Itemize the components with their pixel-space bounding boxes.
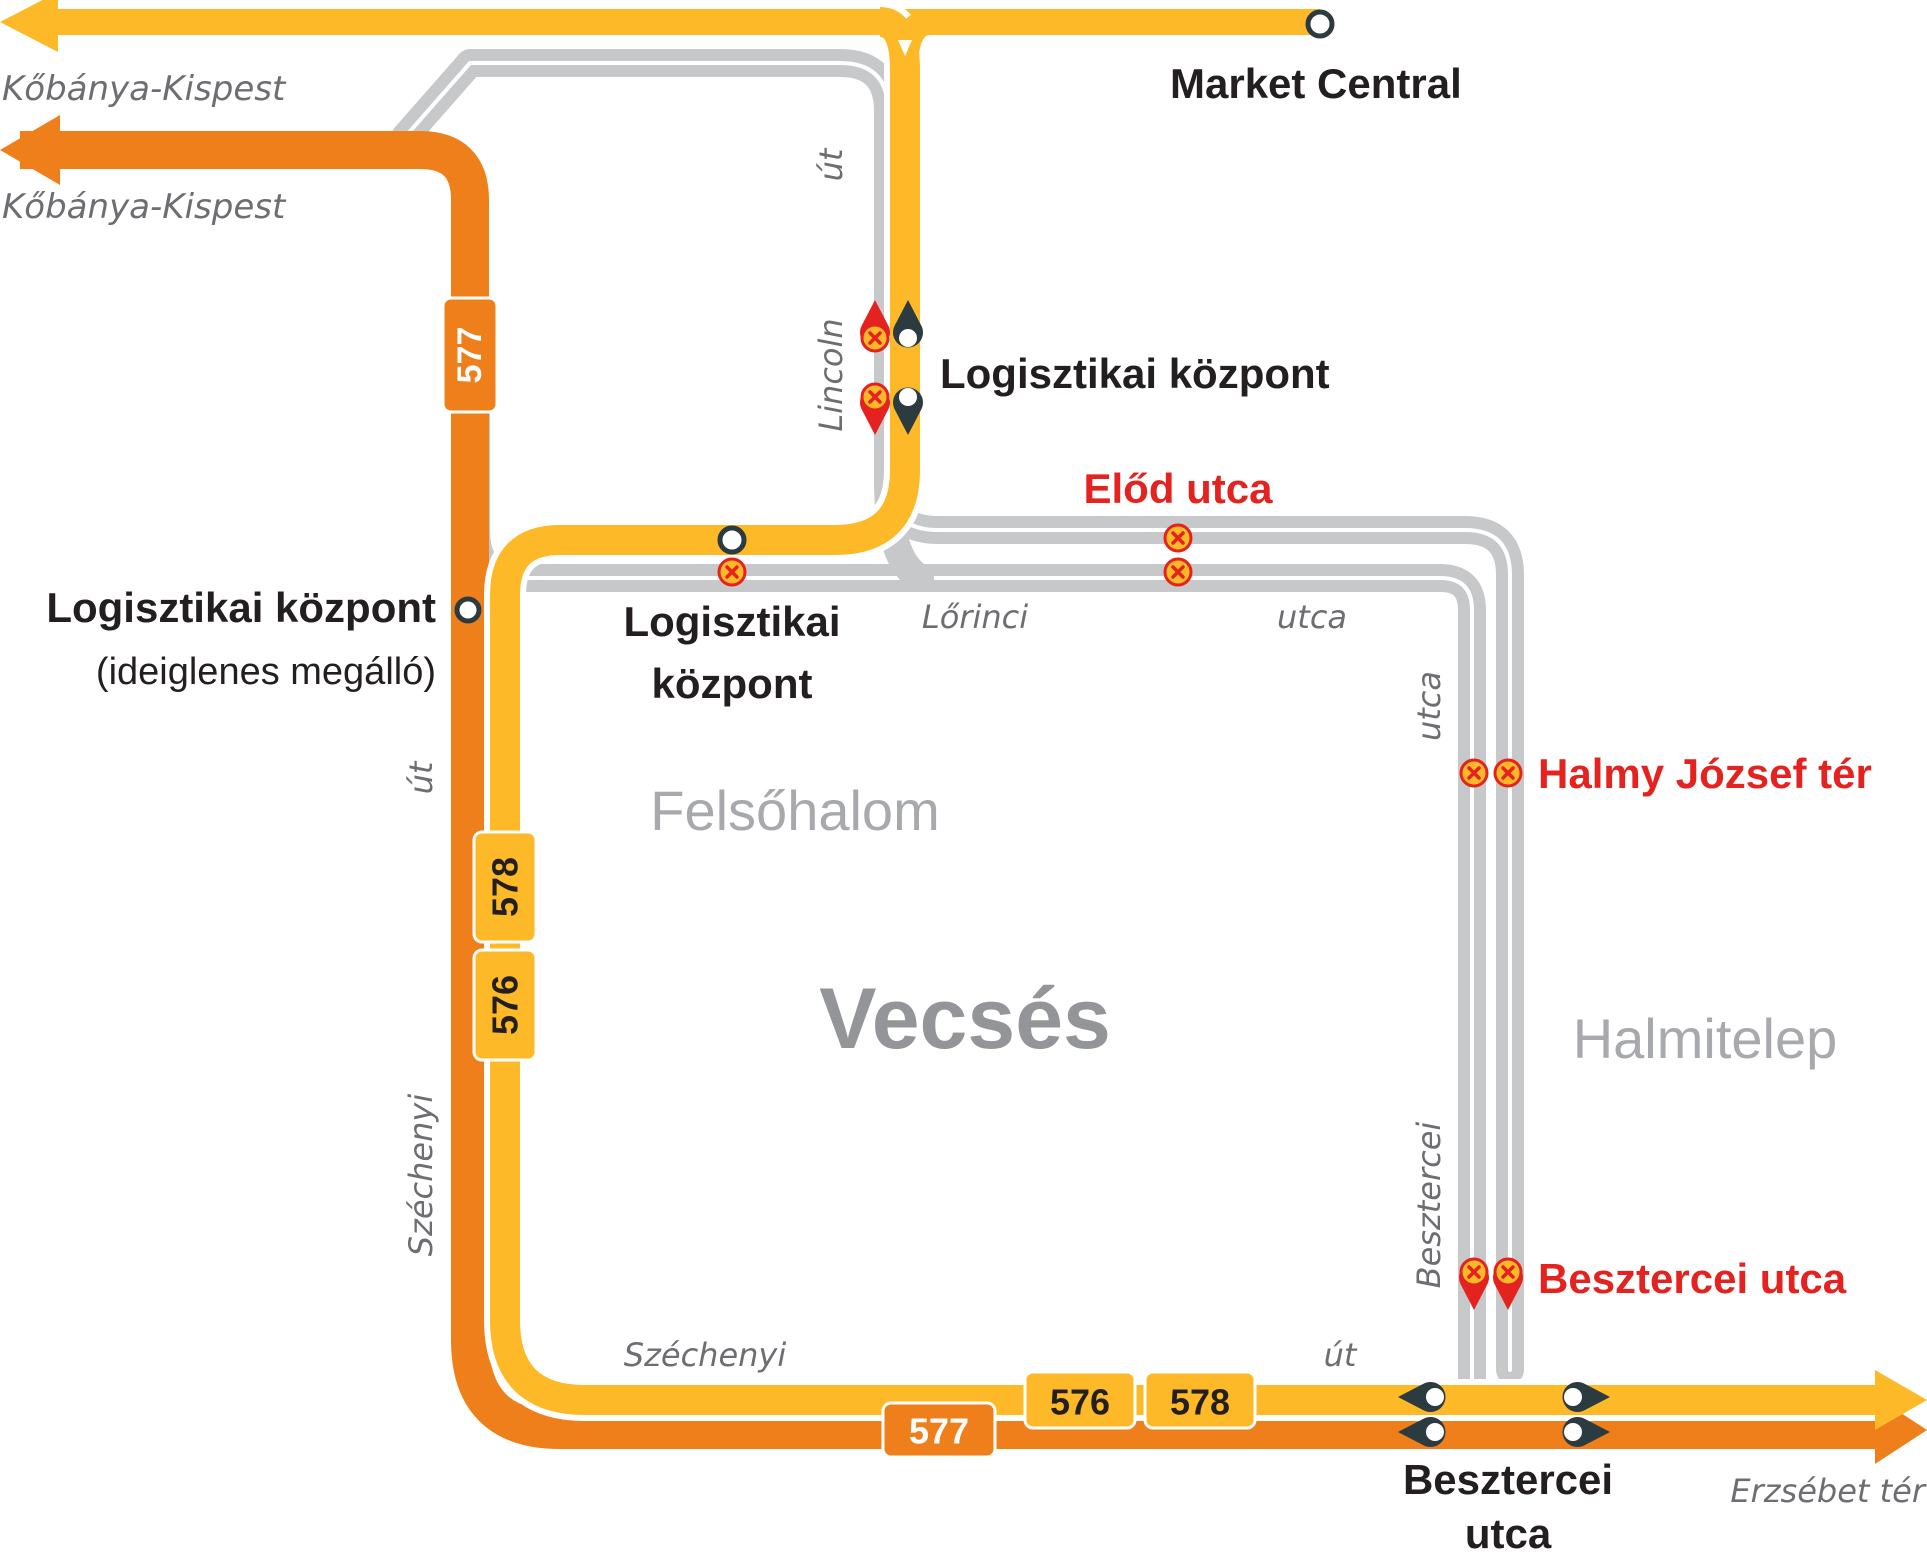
- closed-stop-icon: [860, 382, 890, 412]
- street-szechenyi-vertical: Széchenyi: [402, 1094, 440, 1257]
- closed-stop-icon: [1493, 1257, 1523, 1287]
- closed-stop-elod[interactable]: [1163, 523, 1193, 587]
- street-besztercei-utca: utca: [1410, 671, 1448, 741]
- closed-stop-logisztikai-lorinci[interactable]: [717, 557, 747, 587]
- closed-label-halmy: Halmy József tér: [1538, 750, 1872, 797]
- street-szechenyi-horizontal-ut: út: [1324, 1336, 1358, 1374]
- closed-stop-besztercei[interactable]: [1459, 1257, 1524, 1310]
- stop-circle-icon: [717, 525, 747, 555]
- area-felsohalom: Felsőhalom: [650, 779, 939, 842]
- route-badge-578-horizontal: 578: [1143, 1370, 1257, 1430]
- closed-label-besztercei: Besztercei utca: [1538, 1255, 1847, 1302]
- closed-label-elod: Előd utca: [1083, 465, 1273, 512]
- closed-stop-halmy[interactable]: [1459, 758, 1523, 788]
- street-lorinci-utca: utca: [1277, 598, 1347, 636]
- detour-roads: [391, 49, 1524, 1434]
- stop-label-market-central: Market Central: [1170, 60, 1462, 107]
- route-number: 577: [451, 327, 489, 384]
- route-badge-578-vertical: 578: [472, 830, 538, 944]
- route-576-578-line: [30, 1, 1880, 1421]
- street-besztercei: Besztercei: [1410, 1122, 1448, 1289]
- route-badge-577-horizontal: 577: [881, 1401, 997, 1459]
- arrow-icon: [1875, 1370, 1927, 1430]
- stop-circle-icon: [454, 596, 482, 624]
- closed-stop-icon: [860, 323, 890, 353]
- street-lorinci: Lőrinci: [922, 598, 1028, 636]
- stop-market-central[interactable]: [1305, 9, 1335, 39]
- arrow-icon: [0, 0, 58, 52]
- street-szechenyi-vertical-ut: út: [402, 760, 440, 794]
- road-kobanya-link: [391, 49, 1524, 1384]
- route-badge-577-vertical: 577: [441, 296, 499, 414]
- street-szechenyi-horizontal: Széchenyi: [624, 1336, 787, 1374]
- closed-stop-icon: [1459, 1257, 1489, 1287]
- stop-logisztikai-lincoln[interactable]: [893, 300, 924, 435]
- route-badge-576-horizontal: 576: [1023, 1370, 1137, 1430]
- closed-stop-icon: [1459, 758, 1489, 788]
- stop-circle-icon: [1305, 9, 1335, 39]
- closed-stop-icon: [1163, 557, 1193, 587]
- stop-label-temp-note: (ideiglenes megálló): [96, 651, 436, 693]
- stop-label-logisztikai-lorinci-2: központ: [652, 660, 813, 707]
- stop-besztercei-east[interactable]: [1562, 1382, 1610, 1447]
- destination-kobanya-top: Kőbánya-Kispest: [2, 69, 287, 109]
- destination-erzsebet: Erzsébet tér: [1730, 1472, 1926, 1510]
- stop-label-logisztikai-lorinci-1: Logisztikai: [623, 598, 840, 645]
- stop-label-logisztikai-temp: Logisztikai központ: [46, 584, 436, 631]
- street-lincoln-ut: út: [812, 147, 850, 181]
- route-number: 577: [909, 1411, 969, 1452]
- closed-stop-icon: [717, 557, 747, 587]
- arrow-icon: [0, 115, 60, 185]
- stop-label-besztercei-1: Besztercei: [1403, 1456, 1613, 1503]
- stop-label-logisztikai-lincoln: Logisztikai központ: [940, 350, 1330, 397]
- route-badge-576-vertical: 576: [472, 948, 538, 1062]
- closed-stop-icon: [1163, 523, 1193, 553]
- stop-logisztikai-lorinci[interactable]: [717, 525, 747, 555]
- area-halmitelep: Halmitelep: [1573, 1007, 1838, 1070]
- street-lincoln: Lincoln: [812, 318, 850, 431]
- closed-stop-lincoln[interactable]: [859, 300, 891, 435]
- route-577-line: [20, 131, 1890, 1449]
- route-number: 578: [485, 857, 526, 917]
- route-number: 576: [1050, 1382, 1110, 1423]
- stop-logisztikai-temporary[interactable]: [454, 596, 482, 624]
- destination-kobanya-bottom: Kőbánya-Kispest: [2, 187, 287, 227]
- closed-stop-icon: [1493, 758, 1523, 788]
- town-vecses: Vecsés: [819, 971, 1111, 1067]
- route-number: 576: [485, 975, 526, 1035]
- stop-besztercei-west[interactable]: [1398, 1382, 1446, 1447]
- stop-label-besztercei-2: utca: [1465, 1510, 1552, 1552]
- route-number: 578: [1170, 1382, 1230, 1423]
